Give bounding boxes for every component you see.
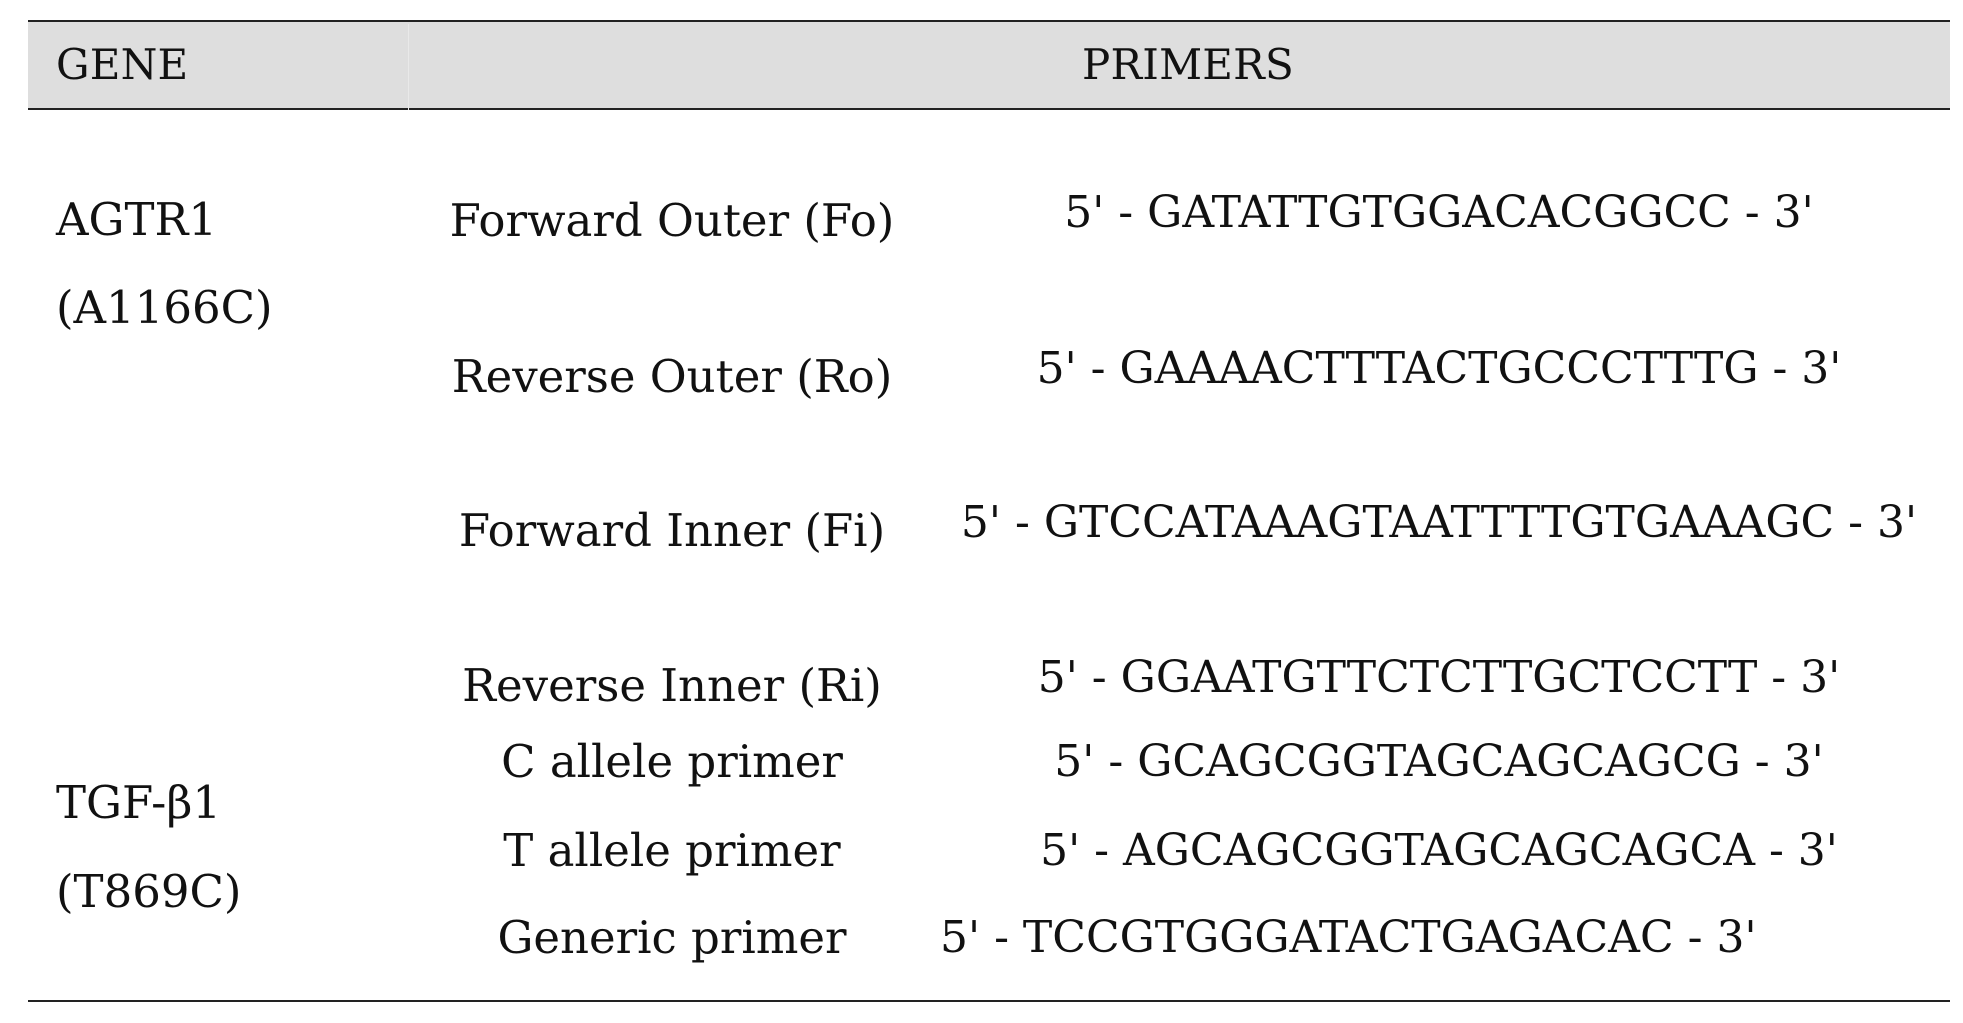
gene-variant-tgfb1: (T869C) (56, 865, 242, 918)
primer-sequence: 5' - GGAATGTTCTCTTGCTCCTT - 3' (1037, 651, 1841, 703)
primer-name: Generic primer (497, 910, 847, 964)
header-divider (408, 24, 409, 110)
primer-name: Reverse Inner (Ri) (462, 658, 882, 712)
primer-sequence: 5' - GCAGCGGTAGCAGCAGCG - 3' (1054, 735, 1824, 787)
table-row: Reverse Outer (Ro) 5' - GAAAACTTTACTGCCC… (28, 336, 1950, 416)
primer-name: C allele primer (501, 734, 843, 788)
gene-variant-agtr1: (A1166C) (56, 281, 273, 334)
primer-name: Reverse Outer (Ro) (451, 349, 893, 403)
table-bottom-rule (28, 1000, 1950, 1002)
primer-sequence: 5' - GTCCATAAAGTAATTTTGTGAAAGC - 3' (960, 496, 1918, 548)
primer-name: Forward Inner (Fi) (458, 503, 886, 557)
primer-sequence: 5' - GAAAACTTTACTGCCCTTTG - 3' (1036, 342, 1842, 394)
primer-sequence: 5' - GATATTGTGGACACGGCC - 3' (1064, 186, 1814, 238)
primer-name: T allele primer (503, 823, 841, 877)
gene-name-tgfb1: TGF-β1 (56, 776, 222, 829)
table-row: Forward Inner (Fi) 5' - GTCCATAAAGTAATTT… (28, 490, 1950, 570)
table-row: Reverse Inner (Ri) 5' - GGAATGTTCTCTTGCT… (28, 645, 1950, 725)
primer-table: GENE PRIMERS AGTR1 (A1166C) TGF-β1 (T869… (28, 20, 1950, 1002)
table-header (28, 20, 1950, 110)
primer-name: Forward Outer (Fo) (449, 193, 895, 247)
gene-name-agtr1: AGTR1 (56, 193, 217, 246)
table-row: Forward Outer (Fo) 5' - GATATTGTGGACACGG… (28, 180, 1950, 260)
primer-sequence: 5' - AGCAGCGGTAGCAGCAGCA - 3' (1040, 824, 1838, 876)
table-row: Generic primer 5' - TCCGTGGGATACTGAGACAC… (28, 897, 1950, 977)
header-gene: GENE (56, 39, 189, 89)
table-row: T allele primer 5' - AGCAGCGGTAGCAGCAGCA… (28, 810, 1950, 890)
primer-sequence: 5' - TCCGTGGGATACTGAGACAC - 3' (940, 911, 1757, 963)
table-row: C allele primer 5' - GCAGCGGTAGCAGCAGCG … (28, 721, 1950, 801)
header-primers: PRIMERS (1082, 39, 1294, 89)
